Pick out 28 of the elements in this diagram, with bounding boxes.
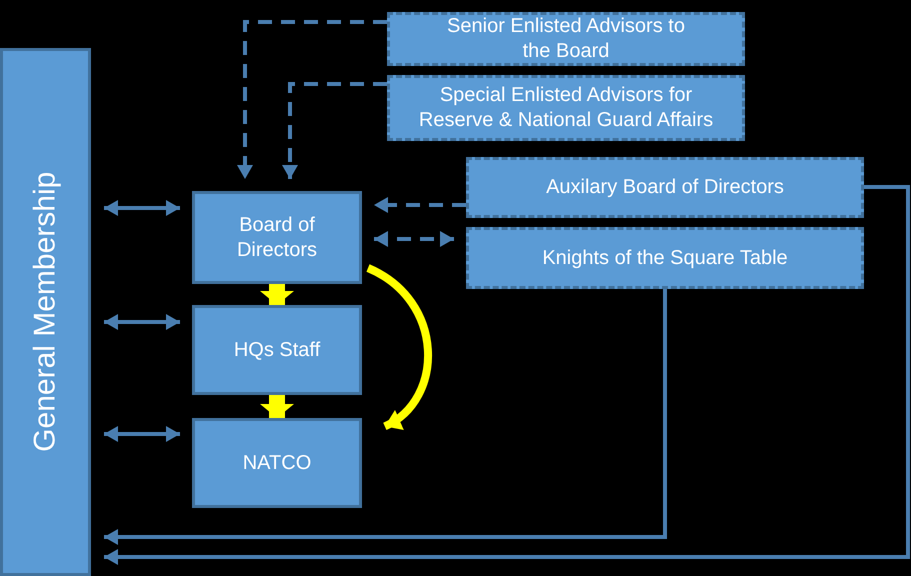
arrow [282, 82, 387, 179]
org-box [466, 227, 864, 289]
arrow [104, 200, 180, 216]
org-box [192, 305, 362, 395]
box-label: General Membership [28, 172, 63, 452]
org-box [192, 418, 362, 508]
membership-bar [0, 48, 91, 576]
org-box [387, 75, 745, 141]
box-label: Senior Enlisted Advisors to the Board [446, 14, 686, 64]
arrow [260, 395, 294, 418]
box-label: Knights of the Square Table [542, 246, 788, 270]
org-box [192, 191, 362, 284]
arrow [374, 197, 466, 213]
box-label: NATCO [242, 450, 312, 476]
box-label: Board of Directors [236, 212, 318, 262]
arrow [104, 185, 910, 565]
box-label: Special Enlisted Advisors for Reserve & National Guard Affairs [418, 83, 714, 133]
arrow [260, 284, 294, 305]
arrow [366, 264, 432, 430]
box-label: Auxilary Board of Directors [546, 175, 784, 200]
arrow [104, 426, 180, 442]
org-box [466, 157, 864, 218]
box-label: HQs Staff [234, 338, 320, 362]
arrow [104, 314, 180, 330]
arrow [104, 289, 667, 545]
arrow [374, 231, 454, 247]
org-box [387, 12, 745, 66]
arrow [237, 20, 387, 179]
